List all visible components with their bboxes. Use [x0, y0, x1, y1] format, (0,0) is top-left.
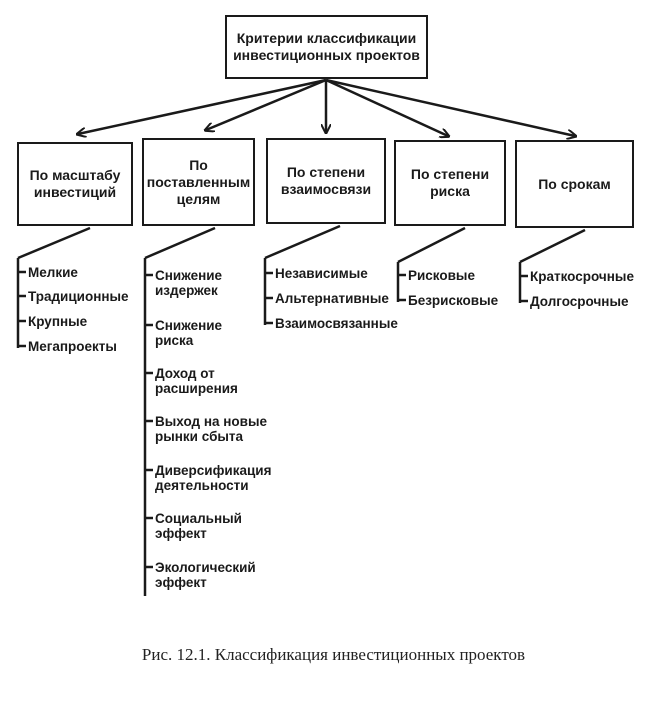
- list-item: Традиционные: [28, 289, 129, 304]
- list-item-line: Экологический: [155, 560, 256, 575]
- list-item-line: Выход на новые: [155, 414, 267, 429]
- bracket-diagonal-4: [397, 226, 466, 264]
- list-item-line: Снижение: [155, 268, 223, 283]
- list-item-line: эффект: [155, 526, 207, 541]
- arrow-to-category-5: [325, 78, 575, 136]
- list-item-line: Снижение: [155, 318, 223, 333]
- root-node: Критерии классификации инвестиционных пр…: [225, 15, 428, 79]
- list-item: Крупные: [28, 314, 87, 329]
- bracket-diagonal-2: [144, 226, 216, 260]
- list-item: Краткосрочные: [530, 269, 634, 284]
- list-item-line: издержек: [155, 283, 218, 298]
- list-item: Взаимосвязанные: [275, 316, 398, 331]
- list-item-line: Мелкие: [28, 265, 78, 280]
- category-label-line: риска: [430, 183, 470, 199]
- category-label-line: По степени: [286, 164, 366, 180]
- category-label-line: инвестиций: [33, 184, 117, 200]
- root-title-line-1: Критерии классификации: [236, 30, 417, 46]
- list-item-line: Долгосрочные: [530, 294, 629, 309]
- arrow-to-category-4: [325, 78, 448, 136]
- list-item-line: расширения: [155, 381, 238, 396]
- list-item-line: риска: [155, 333, 194, 348]
- list-item-line: Доход от: [155, 366, 215, 381]
- list-item-line: Альтернативные: [275, 291, 389, 306]
- list-item: Мегапроекты: [28, 339, 117, 354]
- category-label-line: По срокам: [538, 175, 611, 192]
- list-item-line: Крупные: [28, 314, 88, 329]
- list-item-line: Мегапроекты: [28, 339, 117, 354]
- list-item: Долгосрочные: [530, 294, 628, 309]
- list-item-line: рынки сбыта: [155, 429, 244, 444]
- figure-caption: Рис. 12.1. Классификация инвестиционных …: [141, 645, 526, 664]
- category-label-line: взаимосвязи: [280, 181, 372, 197]
- category-label-line: целям: [176, 190, 221, 207]
- list-item-line: эффект: [155, 575, 207, 590]
- category-box-5: По срокам: [515, 140, 634, 228]
- list-item-line: Безрисковые: [408, 293, 499, 308]
- list-item-line: Краткосрочные: [530, 269, 634, 284]
- list-item: Рисковые: [408, 268, 475, 283]
- bracket-diagonal-5: [519, 228, 586, 264]
- list-item: Безрисковые: [408, 293, 498, 308]
- category-label-line: По: [189, 156, 208, 173]
- list-item-line: Социальный: [155, 511, 242, 526]
- list-item-line: Традиционные: [28, 289, 129, 304]
- list-item-line: Независимые: [275, 266, 368, 281]
- list-item: Мелкие: [28, 265, 78, 280]
- category-label-line: По степени: [410, 166, 490, 182]
- arrow-to-category-2: [206, 78, 327, 130]
- bracket-diagonal-3: [264, 224, 341, 260]
- arrow-to-category-1: [78, 78, 327, 134]
- category-label-line: По масштабу: [29, 167, 121, 183]
- root-title-line-2: инвестиционных проектов: [233, 47, 420, 63]
- list-item-line: Рисковые: [408, 268, 475, 283]
- list-item-line: деятельности: [155, 478, 249, 493]
- category-label-line: поставленным: [146, 173, 251, 190]
- list-item-line: Диверсификация: [155, 463, 272, 478]
- list-item: Независимые: [275, 266, 368, 281]
- list-item: Альтернативные: [275, 291, 389, 306]
- bracket-diagonal-1: [17, 226, 91, 260]
- list-item-line: Взаимосвязанные: [275, 316, 398, 331]
